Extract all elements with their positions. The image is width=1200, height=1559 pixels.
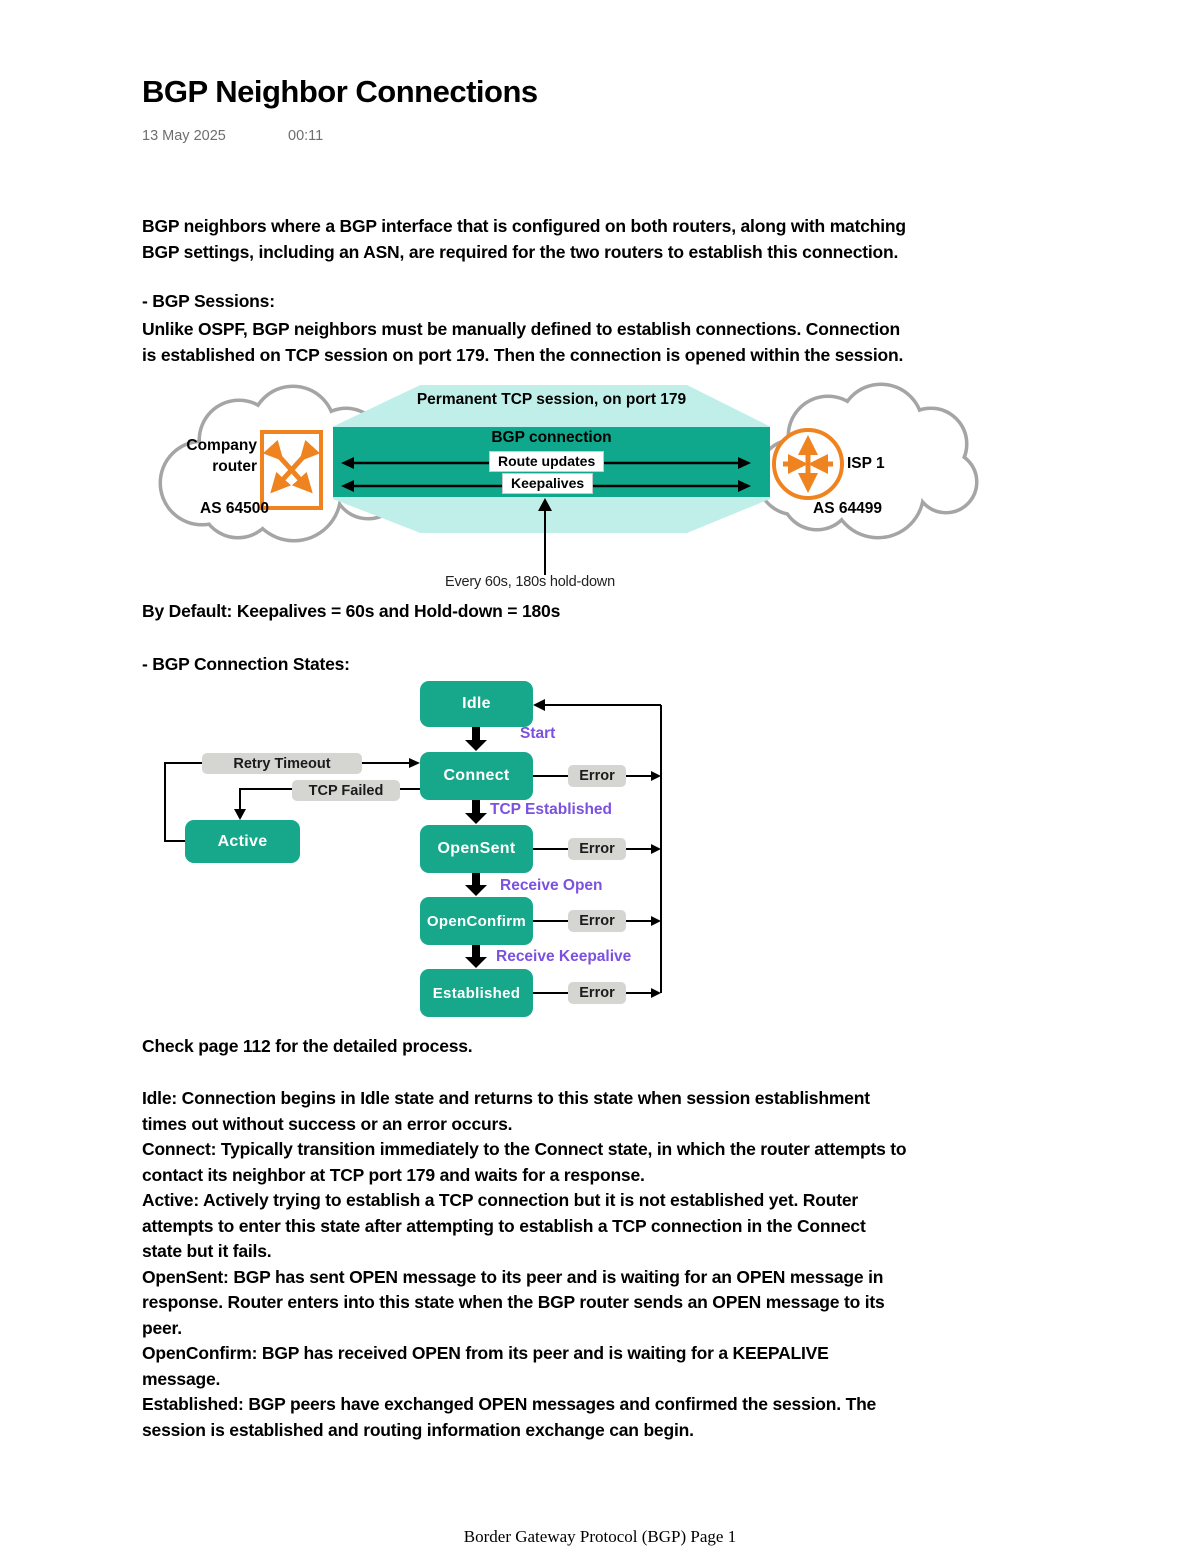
error-badge: Error	[568, 982, 626, 1004]
route-updates-right-arrowhead	[738, 457, 751, 469]
keepalive-timer-caption: Every 60s, 180s hold-down	[445, 574, 615, 590]
error-badge: Error	[568, 765, 626, 787]
check-page-note: Check page 112 for the detailed process.	[142, 1036, 473, 1056]
page-footer: Border Gateway Protocol (BGP) Page 1	[463, 1527, 737, 1546]
route-updates-box: Route updates	[489, 451, 605, 472]
state-established: Established	[420, 969, 533, 1017]
description-openconfirm: OpenConfirm: BGP has received OPEN from …	[142, 1343, 829, 1389]
tcp-session-label: Permanent TCP session, on port 179	[416, 391, 687, 408]
states-heading: - BGP Connection States:	[142, 654, 350, 674]
page-title: BGP Neighbor Connections	[142, 74, 538, 109]
company-router-label: Company router	[186, 437, 257, 475]
return-to-idle-arrowhead	[533, 699, 545, 711]
error-badge: Error	[568, 910, 626, 932]
keepalives-right-arrowhead	[738, 480, 751, 492]
error-badge: Error	[568, 838, 626, 860]
opensent-to-openconfirm-arrow	[465, 873, 487, 896]
description-active: Active: Actively trying to establish a T…	[142, 1190, 866, 1261]
sessions-paragraph: Unlike OSPF, BGP neighbors must be manua…	[142, 319, 904, 365]
retry-to-connect-arrowhead	[409, 758, 420, 768]
keepalives-left-arrowhead	[341, 480, 354, 492]
page-date: 13 May 2025	[142, 128, 226, 144]
description-idle: Idle: Connection begins in Idle state an…	[142, 1088, 870, 1134]
state-diagram: Idle Connect OpenSent OpenConfirm Establ…	[160, 678, 680, 1026]
state-opensent: OpenSent	[420, 825, 533, 873]
switch-icon	[260, 430, 323, 510]
state-descriptions: Idle: Connection begins in Idle state an…	[142, 1086, 1102, 1443]
bgp-connection-label: BGP connection	[491, 429, 612, 446]
transition-receive-open: Receive Open	[500, 877, 603, 894]
state-connect: Connect	[420, 752, 533, 800]
router-icon	[772, 428, 844, 500]
description-opensent: OpenSent: BGP has sent OPEN message to i…	[142, 1266, 885, 1338]
tcp-failed-badge: TCP Failed	[292, 780, 400, 801]
transition-tcp-established: TCP Established	[490, 801, 613, 818]
keepalives-box: Keepalives	[502, 473, 594, 494]
transition-receive-keepalive: Receive Keepalive	[496, 948, 632, 965]
idle-to-connect-arrow	[465, 727, 487, 751]
sessions-heading: - BGP Sessions:	[142, 291, 275, 311]
route-updates-left-arrowhead	[341, 457, 354, 469]
description-connect: Connect: Typically transition immediatel…	[142, 1139, 907, 1185]
tcp-session-diagram: Permanent TCP session, on port 179 BGP c…	[145, 382, 979, 598]
keepalive-timer-arrowhead	[538, 498, 552, 511]
company-asn-label: AS 64500	[200, 500, 269, 517]
intro-paragraph: BGP neighbors where a BGP interface that…	[142, 216, 906, 262]
retry-timeout-badge: Retry Timeout	[202, 753, 362, 774]
state-connectors	[164, 699, 662, 998]
tcpfailed-to-active-arrowhead	[234, 809, 246, 820]
state-idle: Idle	[420, 681, 533, 727]
page-time: 00:11	[288, 128, 324, 144]
transition-start: Start	[520, 725, 556, 742]
openconfirm-to-established-arrow	[465, 945, 487, 968]
state-active: Active	[185, 820, 300, 863]
isp-label: ISP 1	[847, 455, 885, 472]
connect-to-opensent-arrow	[465, 800, 487, 824]
state-openconfirm: OpenConfirm	[420, 897, 533, 945]
isp-asn-label: AS 64499	[813, 500, 882, 517]
description-established: Established: BGP peers have exchanged OP…	[142, 1394, 877, 1440]
defaults-note: By Default: Keepalives = 60s and Hold-do…	[142, 601, 561, 621]
